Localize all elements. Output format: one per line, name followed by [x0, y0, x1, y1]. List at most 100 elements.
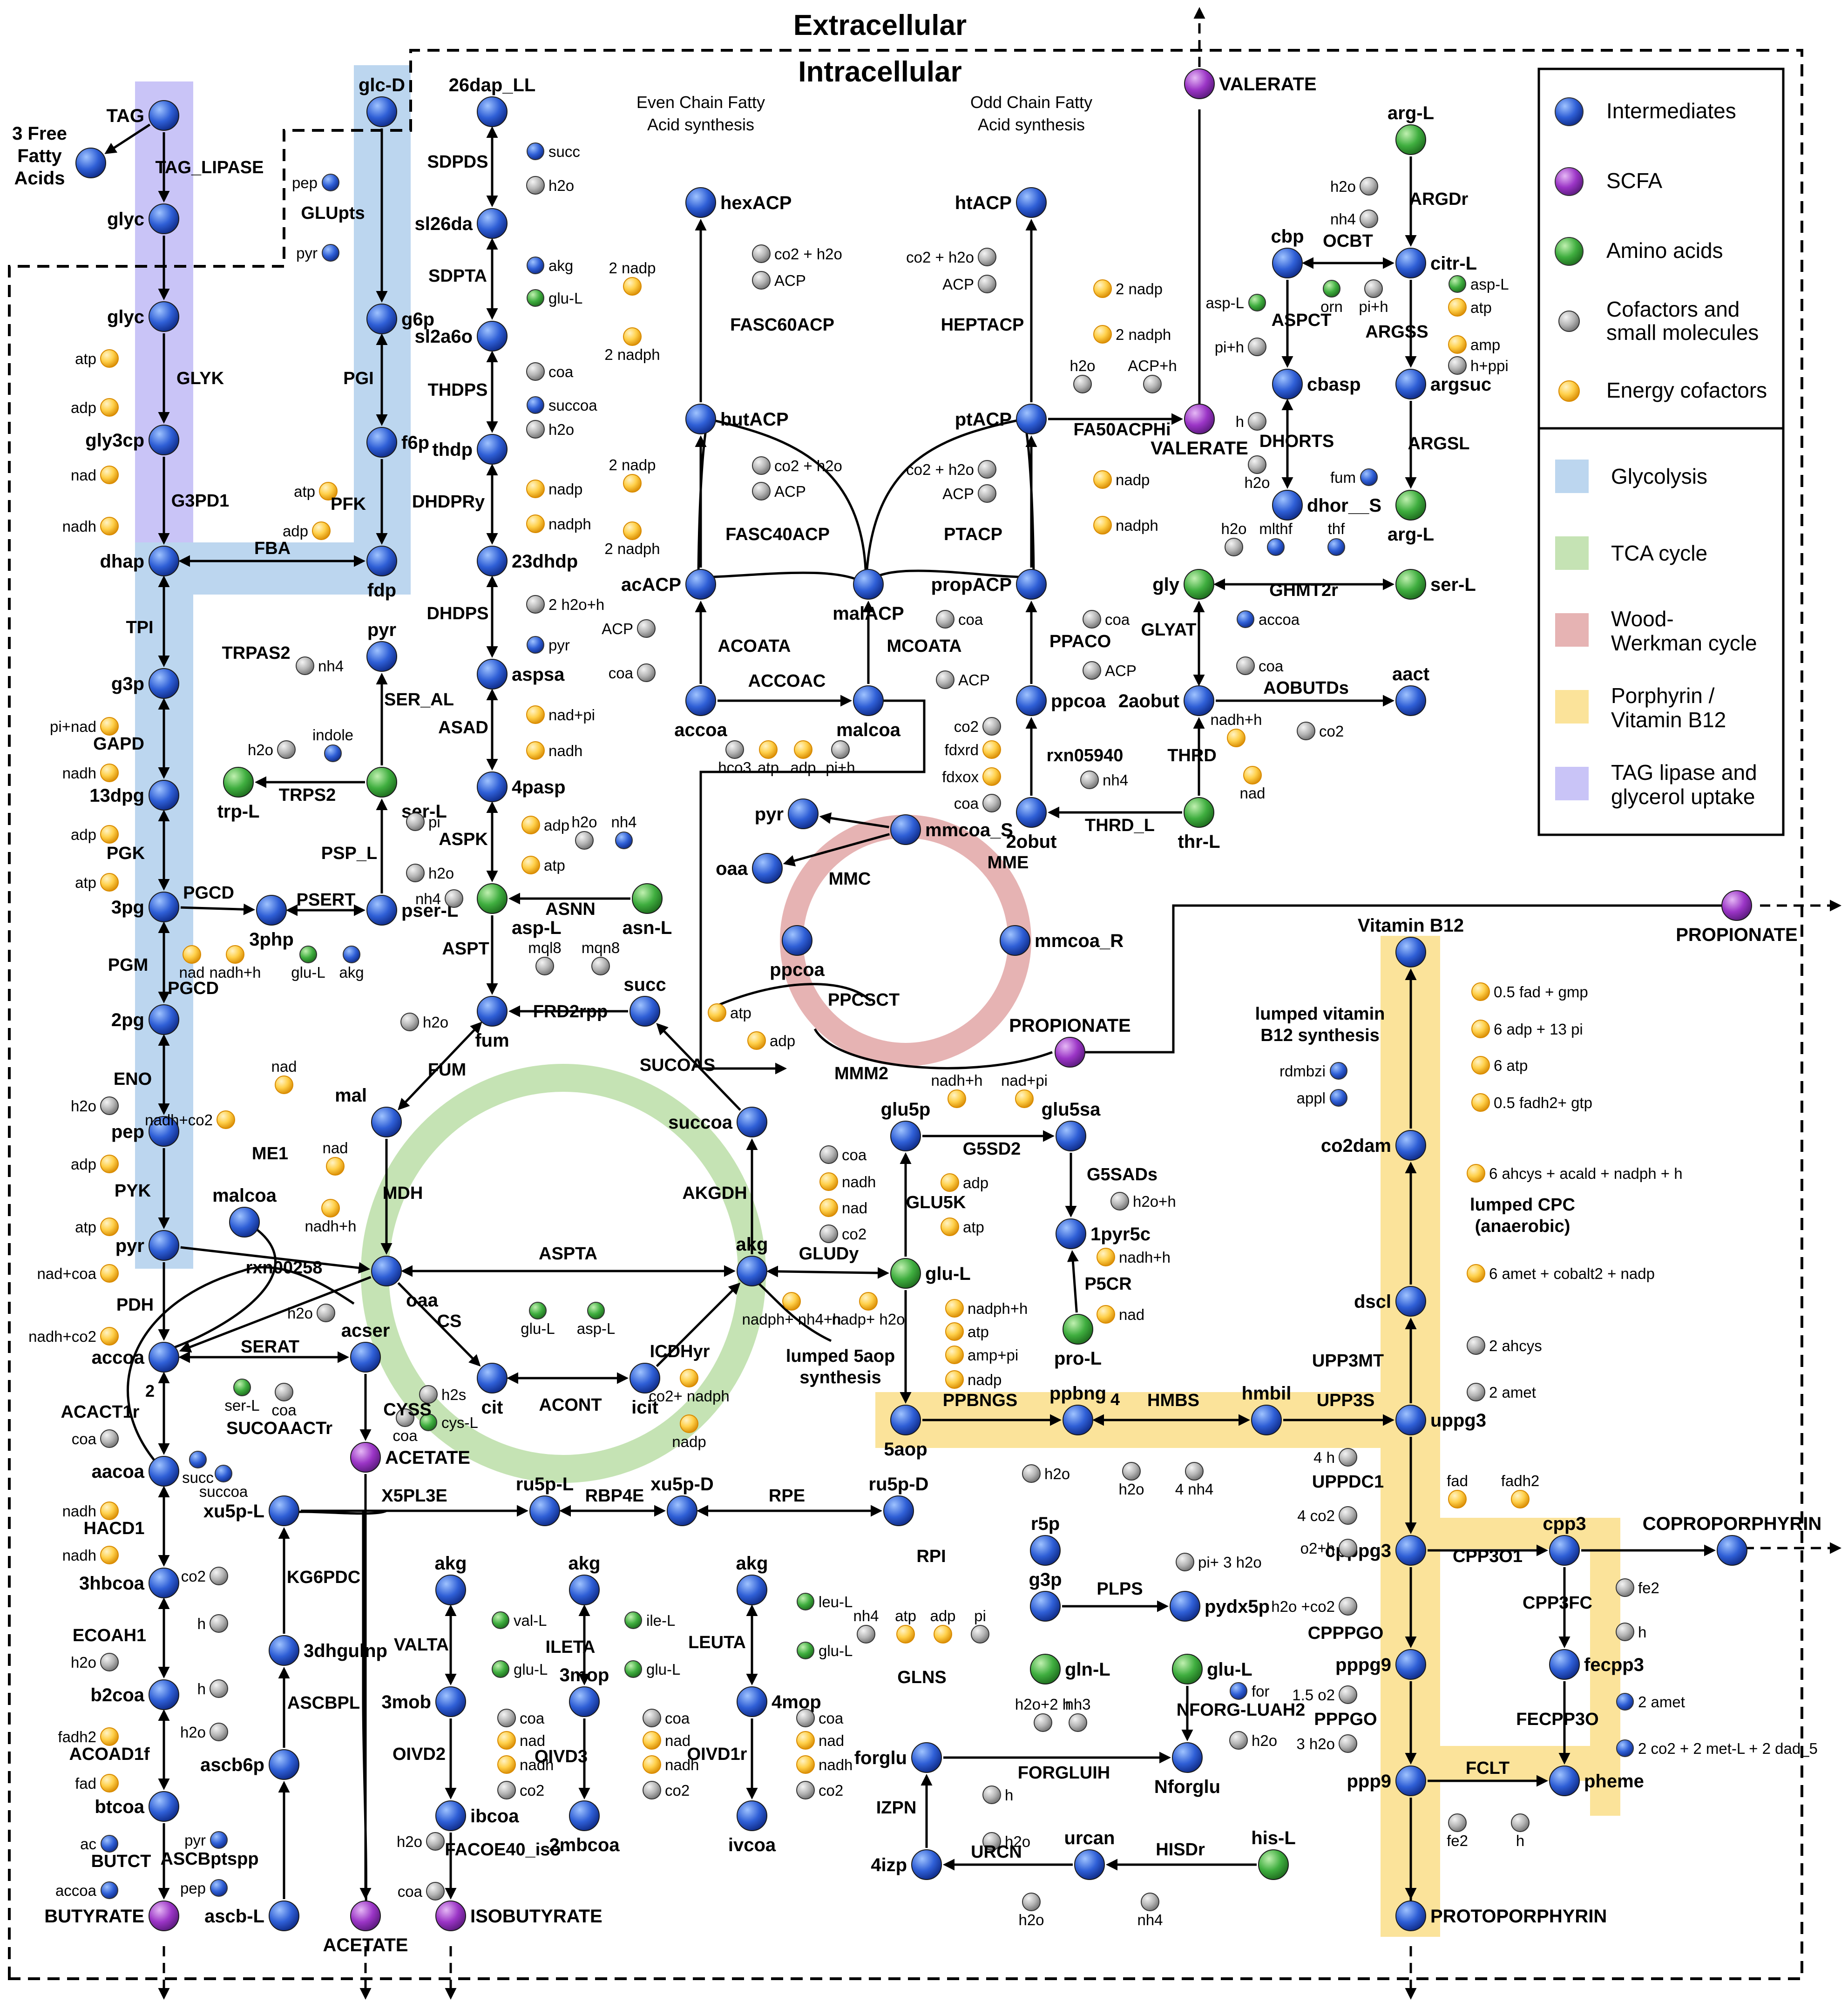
metabolite-propacp-label: propACP [931, 575, 1012, 595]
metabolite-thdp-label: thdp [432, 440, 473, 460]
metabolite-butacp: butACP [685, 404, 789, 434]
cofactor-nad-pi-label: nad+pi [548, 706, 595, 724]
metabolite-propionate1-node [1055, 1037, 1085, 1068]
cofactor-nh4-node [1141, 1893, 1159, 1911]
cofactor-h2o-label: h2o [1118, 1481, 1144, 1498]
cofactor-adp-label: adp [283, 522, 308, 540]
cofactor-nad-label: nad [322, 1139, 348, 1157]
cofactor-coa-label: coa [1259, 657, 1284, 675]
cofactor-co2-label: co2 [1319, 723, 1344, 740]
metabolite-xu5pl-node [269, 1495, 299, 1526]
metabolite-butacp-node [685, 404, 716, 434]
metabolite-akgc: akg [736, 1553, 768, 1605]
metabolite-propionate1: PROPIONATE [1009, 1015, 1131, 1068]
cofactor-coa: coa [609, 663, 656, 682]
cofactor-pep-node [210, 1879, 228, 1897]
cofactor-h2o-h-label: h2o+h [1133, 1193, 1176, 1210]
cofactor-atp-label: atp [963, 1218, 984, 1236]
reaction-fasc60acp: FASC60ACP [730, 315, 834, 335]
reaction-gludy: GLUDy [799, 1244, 859, 1264]
cofactor-2-nadp: 2 nadp [609, 259, 656, 296]
cofactor-nadp-node [1093, 470, 1112, 489]
cofactor-succ-node [189, 1451, 207, 1468]
metabolite-13dpg: 13dpg [89, 780, 179, 811]
cofactor-nad: nad [1097, 1305, 1144, 1324]
cofactor-nh4: nh4 [1330, 210, 1378, 228]
metabolite-fecpp3-label: fecpp3 [1584, 1655, 1644, 1675]
metabolite-glcd: glc-D [359, 75, 405, 127]
cofactor-fdxox-label: fdxox [942, 768, 979, 785]
edge-pyr1-oaa [180, 1246, 371, 1274]
legend-scfa-swatch [1555, 167, 1584, 196]
reaction-cpp3fc: CPP3FC [1523, 1593, 1592, 1613]
metabolite-ivcoa: ivcoa [728, 1800, 776, 1855]
metabolite-hexacp-node [685, 187, 716, 218]
cofactor-ile-l-label: ile-L [646, 1612, 675, 1629]
metabolite-ffa-node [75, 148, 106, 178]
edge-oaa-accoa1 [179, 1276, 372, 1353]
reaction-rxn00258: rxn00258 [246, 1258, 323, 1278]
cofactor-succoa: succoa [199, 1465, 248, 1500]
cofactor-nadh-h-node [1097, 1248, 1115, 1266]
cofactor-2-h2o-h: 2 h2o+h [526, 595, 604, 614]
metabolite-ascb6p-node [269, 1749, 299, 1780]
cofactor-nadp-h2o-node [859, 1292, 878, 1311]
metabolite-pyrw-node [788, 798, 819, 829]
cofactor-nadh-label: nadh [520, 1756, 554, 1773]
cofactor-nh3-label: nh3 [1065, 1696, 1090, 1713]
metabolite-butyrate-label: BUTYRATE [44, 1906, 144, 1927]
cofactor-coa-label: coa [393, 1427, 418, 1444]
cofactor-6-amet-cobalt2-nadp-node [1467, 1264, 1485, 1283]
cofactor-2-co2-2-met-l-2-dad-5-node [1616, 1739, 1634, 1757]
cofactor-nad: nad [819, 1198, 867, 1217]
cofactor-fum-node [1360, 468, 1378, 486]
cofactor-4-h-node [1339, 1448, 1357, 1467]
metabolite-btcoa: btcoa [95, 1791, 179, 1822]
cofactor-acp-h-label: ACP+h [1128, 357, 1177, 374]
legend-wood-werkman-cycle-swatch [1555, 613, 1589, 647]
reaction-ppcsct: PPCSCT [828, 990, 900, 1010]
metabolite-3mob: 3mob [381, 1686, 466, 1717]
cofactor-mql8-label: mql8 [528, 939, 562, 956]
metabolite-pep: pep [111, 1116, 179, 1147]
metabolite-icit-node [630, 1363, 660, 1393]
cofactor-nh4-node [857, 1625, 875, 1644]
metabolite-mmcoas-node [890, 814, 921, 845]
cofactor-coa: coa [954, 794, 1001, 812]
cofactor-ser-l: ser-L [224, 1379, 260, 1414]
metabolite-3pg-node [149, 892, 179, 922]
cofactor-adp: adp [521, 816, 569, 834]
cofactor-nadp: nadp [945, 1370, 1002, 1389]
cofactor-nad-coa-node [100, 1264, 119, 1283]
cofactor-val-l-label: val-L [514, 1612, 547, 1629]
metabolite-isobutyrate-node [435, 1901, 466, 1931]
metabolite-forglu: forglu [854, 1742, 942, 1773]
metabolite-pyrw-label: pyr [755, 804, 784, 825]
metabolite-succ: succ [623, 974, 666, 1027]
cofactor-acp-h: ACP+h [1128, 357, 1177, 393]
metabolite-malcoa2: malcoa [212, 1185, 277, 1238]
cofactor-fdxrd-node [982, 740, 1001, 759]
metabolite-r5p-label: r5p [1031, 1514, 1060, 1534]
metabolite-hisl-node [1258, 1849, 1289, 1880]
reaction-upp3mt: UPP3MT [1312, 1351, 1384, 1371]
cofactor-nadph-nh4-h-label: nadph+ nh4+h [742, 1311, 841, 1328]
cofactor-nadph-h: nadph+h [945, 1299, 1028, 1318]
metabolite-thrl: thr-L [1178, 797, 1220, 852]
cofactor-co2-label: co2 [954, 718, 979, 735]
metabolite-oaaw: oaa [716, 853, 783, 884]
cofactor-coa-label: coa [520, 1710, 545, 1727]
cofactor-coa: coa [72, 1429, 119, 1448]
cofactor-nadph: nadph [526, 514, 591, 533]
metabolite-thrl-node [1184, 797, 1214, 828]
metabolite-gly-label: gly [1152, 575, 1180, 595]
metabolite-ppcoa2: ppcoa [770, 925, 825, 980]
cofactor-glu-l: glu-L [291, 946, 325, 981]
cofactor-atp-label: atp [75, 350, 96, 367]
cofactor-co2-node [643, 1781, 661, 1799]
metabolite-oaa: oaa [371, 1256, 439, 1311]
reaction-g5sads: G5SADs [1087, 1165, 1158, 1184]
cofactor-co2-label: co2 [520, 1782, 544, 1799]
cofactor-mqn8-node [591, 957, 610, 975]
cofactor-fum-label: fum [1330, 469, 1356, 486]
